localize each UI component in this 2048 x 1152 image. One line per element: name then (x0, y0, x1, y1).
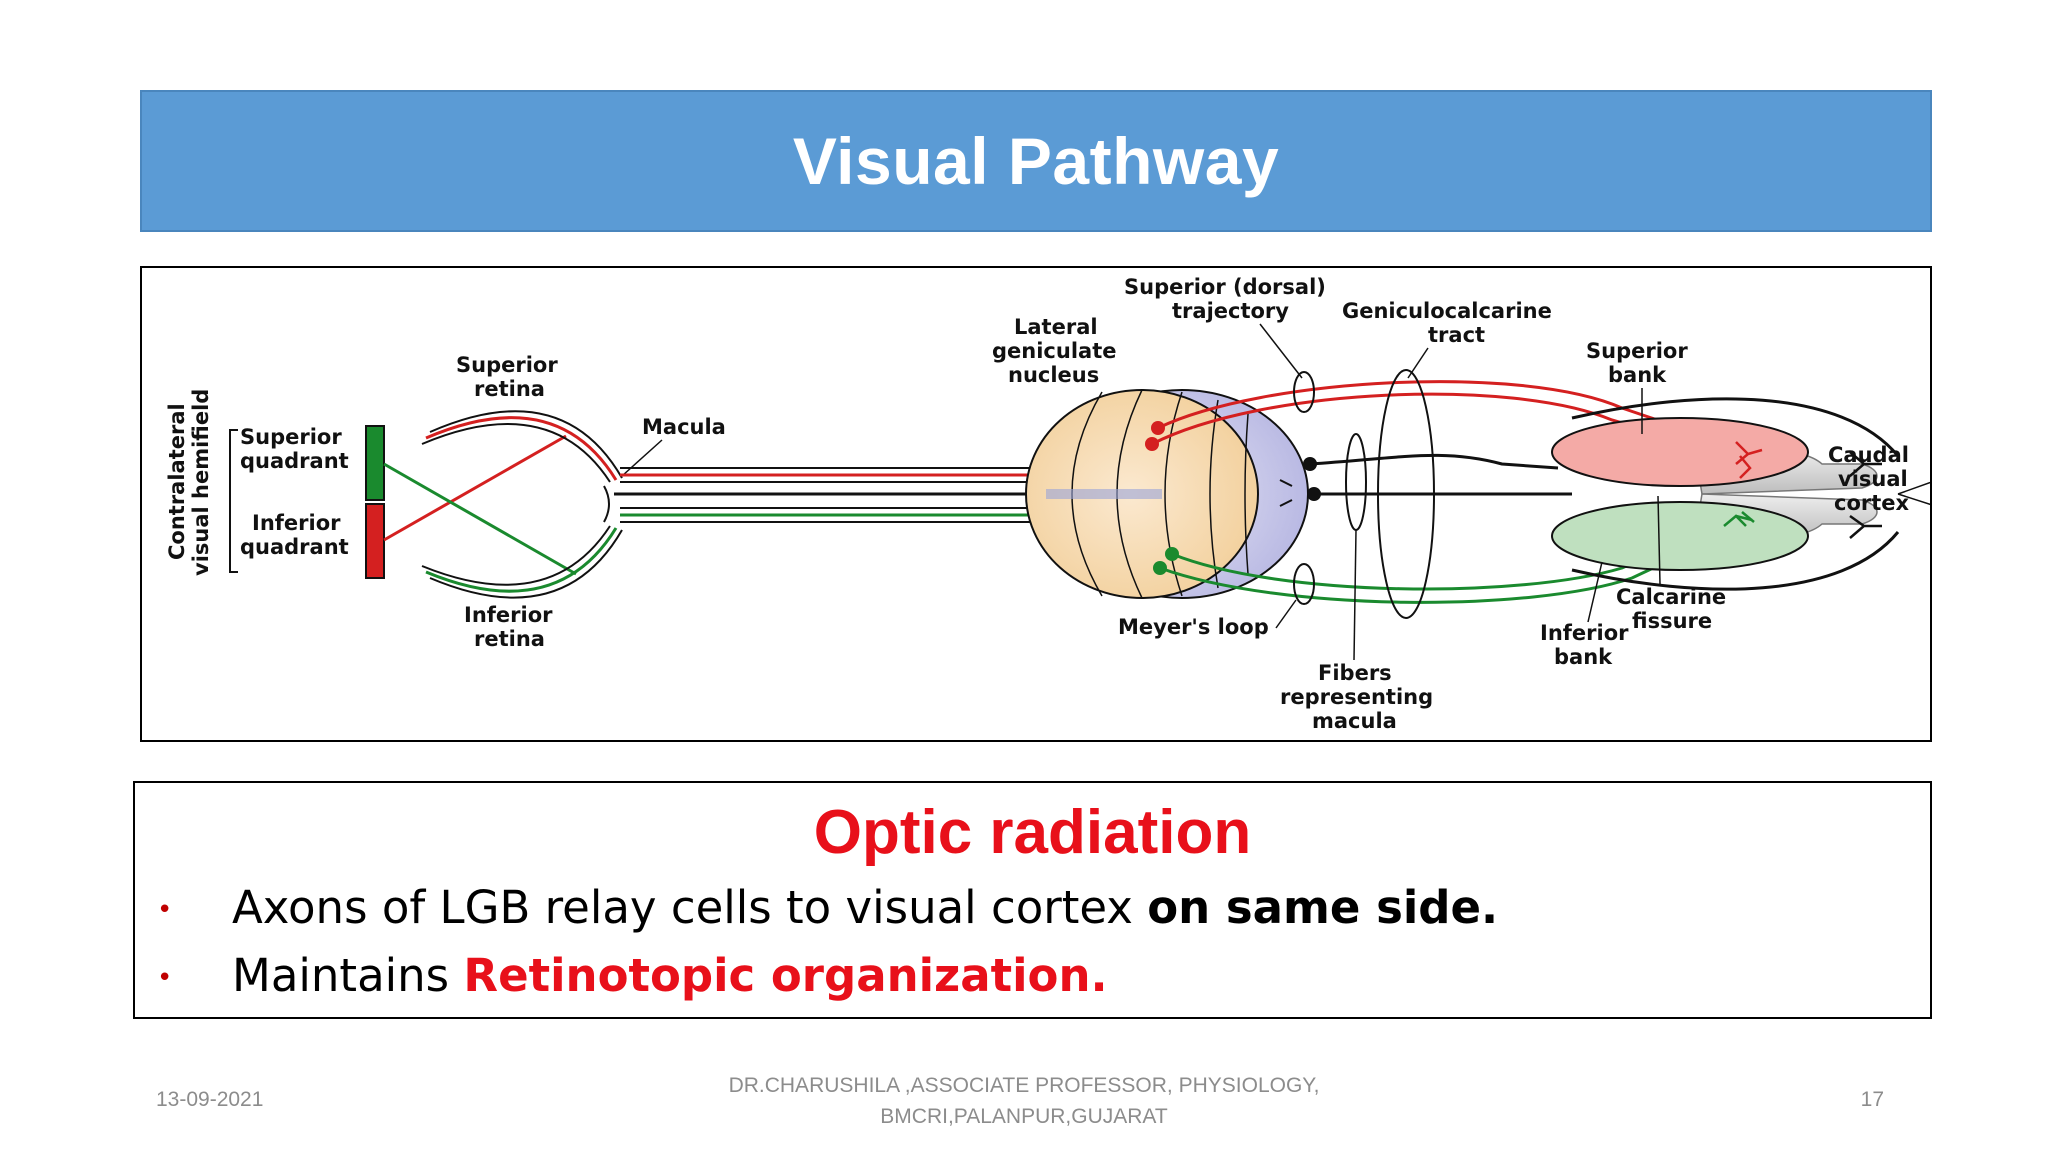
hemifield-bracket (229, 429, 238, 573)
bullet-dot: • (157, 963, 173, 993)
bullet-2-plain: Maintains (232, 949, 464, 1002)
macula-pointer (621, 439, 663, 477)
bullet-2-emphasis: Retinotopic organization. (463, 949, 1108, 1002)
optic-radiation-box: Optic radiation • Axons of LGB relay cel… (133, 781, 1932, 1019)
inferior-bank (1551, 501, 1809, 571)
superior-quadrant-label-line2: quadrant (240, 449, 349, 473)
fibers-macula-pointer (1353, 529, 1357, 661)
inferior-retina-label-line1: Inferior (464, 603, 553, 627)
superior-trajectory-label-line2: trajectory (1172, 299, 1289, 323)
meyers-loop-label: Meyer's loop (1118, 615, 1269, 639)
inferior-quadrant-label-line2: quadrant (240, 535, 349, 559)
superior-trajectory-pointer (1259, 323, 1303, 379)
footer-page-number: 17 (1860, 1088, 1884, 1111)
superior-bank (1551, 417, 1809, 487)
superior-quadrant-label-line1: Superior (240, 425, 342, 449)
inferior-quadrant-label-line1: Inferior (252, 511, 341, 535)
bullet-1-plain: Axons of LGB relay cells to visual corte… (232, 881, 1148, 934)
superior-trajectory-marker (1293, 371, 1315, 413)
inferior-bank-label-line1: Inferior (1540, 621, 1629, 645)
superior-retina-label-line2: retina (474, 377, 545, 401)
superior-retina-label-line1: Superior (456, 353, 558, 377)
optic-radiation-fibers (1151, 380, 1900, 604)
lgn-body (1025, 389, 1309, 599)
fibers-macula-label-line1: Fibers (1318, 661, 1392, 685)
fibers-macula-label-line2: representing (1280, 685, 1433, 709)
meyers-loop-marker (1293, 563, 1315, 605)
geniculocalcarine-label-line2: tract (1428, 323, 1485, 347)
visual-pathway-diagram: Contralateral visual hemifield Superior … (140, 266, 1932, 742)
footer-author-line1: DR.CHARUSHILA ,ASSOCIATE PROFESSOR, PHYS… (728, 1074, 1320, 1097)
caudal-cortex-label-line2: visual (1838, 467, 1908, 491)
inferior-quadrant-bar (365, 503, 385, 579)
inferior-bank-label-line2: bank (1554, 645, 1613, 669)
geniculocalcarine-marker (1377, 369, 1435, 619)
inferior-retina-label-line2: retina (474, 627, 545, 651)
contralateral-label-line1: Contralateral (165, 403, 189, 560)
section-heading: Optic radiation (813, 798, 1252, 867)
lgn-label-line1: Lateral (1014, 315, 1098, 339)
contralateral-label-line2: visual hemifield (189, 389, 213, 576)
footer-date: 13-09-2021 (156, 1088, 264, 1111)
slide-title: Visual Pathway (792, 124, 1280, 198)
bullet-text-2: Maintains Retinotopic organization. (232, 949, 1108, 1002)
bullet-1-emphasis: on same side. (1147, 881, 1499, 934)
superior-bank-label-line1: Superior (1586, 339, 1688, 363)
caudal-cortex-label-line1: Caudal (1828, 443, 1909, 467)
bullet-text-1: Axons of LGB relay cells to visual corte… (232, 881, 1498, 934)
meyers-loop-pointer (1275, 599, 1297, 629)
footer-author-line2: BMCRI,PALANPUR,GUJARAT (880, 1105, 1168, 1128)
macular-fibers-marker (1345, 433, 1367, 531)
calcarine-label-line1: Calcarine (1616, 585, 1726, 609)
bullet-dot: • (157, 895, 173, 925)
calcarine-label-line2: fissure (1632, 609, 1712, 633)
slide-title-bar: Visual Pathway (140, 90, 1932, 232)
superior-bank-label-line2: bank (1608, 363, 1667, 387)
fibers-macula-label-line3: macula (1312, 709, 1397, 733)
diagram-svg: Contralateral visual hemifield Superior … (165, 275, 1930, 733)
ray-red (383, 434, 567, 542)
retina-cup (421, 410, 623, 599)
geniculocalcarine-pointer (1407, 347, 1429, 379)
ray-green (383, 462, 577, 576)
footer-author: DR.CHARUSHILA ,ASSOCIATE PROFESSOR, PHYS… (624, 1070, 1424, 1132)
inferior-bank-pointer (1587, 561, 1603, 623)
caudal-cortex-label-line3: cortex (1834, 491, 1910, 515)
lgn-label-line2: geniculate (992, 339, 1116, 363)
macula-label: Macula (642, 415, 726, 439)
geniculocalcarine-label-line1: Geniculocalcarine (1342, 299, 1552, 323)
visual-cortex (1551, 417, 1930, 571)
calcarine-pointer (1657, 495, 1661, 585)
optic-tract (614, 467, 1038, 523)
lgn-label-line3: nucleus (1008, 363, 1099, 387)
superior-quadrant-bar (365, 425, 385, 501)
superior-trajectory-label-line1: Superior (dorsal) (1124, 275, 1326, 299)
